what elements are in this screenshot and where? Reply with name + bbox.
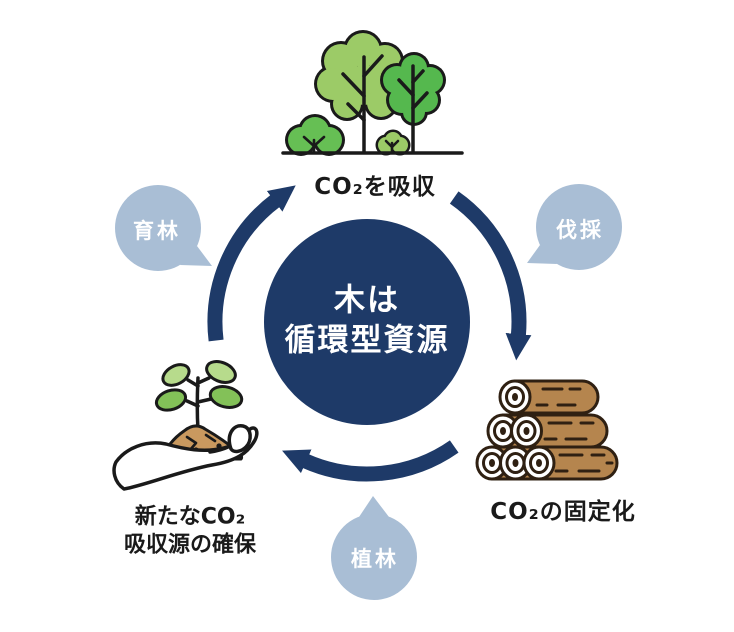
- center-title-line1: 木は: [334, 282, 400, 319]
- bubble-label-silviculture: 育林: [133, 219, 181, 243]
- bubble-label-planting: 植林: [351, 547, 399, 571]
- speech-bubble-planting: [331, 496, 417, 600]
- label-new-co2-source-line1: 新たなCO₂: [134, 504, 246, 530]
- forest-trees-icon: [281, 30, 464, 156]
- stacked-logs-icon: [475, 379, 619, 481]
- center-title-line2: 循環型資源: [284, 322, 450, 358]
- center-circle: [264, 219, 470, 425]
- speech-bubble-logging: [527, 184, 622, 270]
- seedling-in-hand-icon: [112, 360, 259, 491]
- label-co2-absorb: CO₂を吸収: [314, 174, 436, 200]
- cycle-arrow-silviculture: [207, 185, 296, 342]
- center-title: 木は 循環型資源: [285, 281, 450, 360]
- speech-bubble-silviculture: [115, 185, 212, 271]
- cycle-arrow-planting: [282, 440, 459, 482]
- label-co2-fixation: CO₂の固定化: [490, 499, 636, 525]
- label-new-co2-source-line2: 吸収源の確保: [123, 532, 257, 557]
- bubble-label-logging: 伐採: [556, 218, 604, 242]
- cycle-arrow-logging: [449, 191, 532, 361]
- label-new-co2-source: 新たなCO₂ 吸収源の確保: [124, 503, 256, 558]
